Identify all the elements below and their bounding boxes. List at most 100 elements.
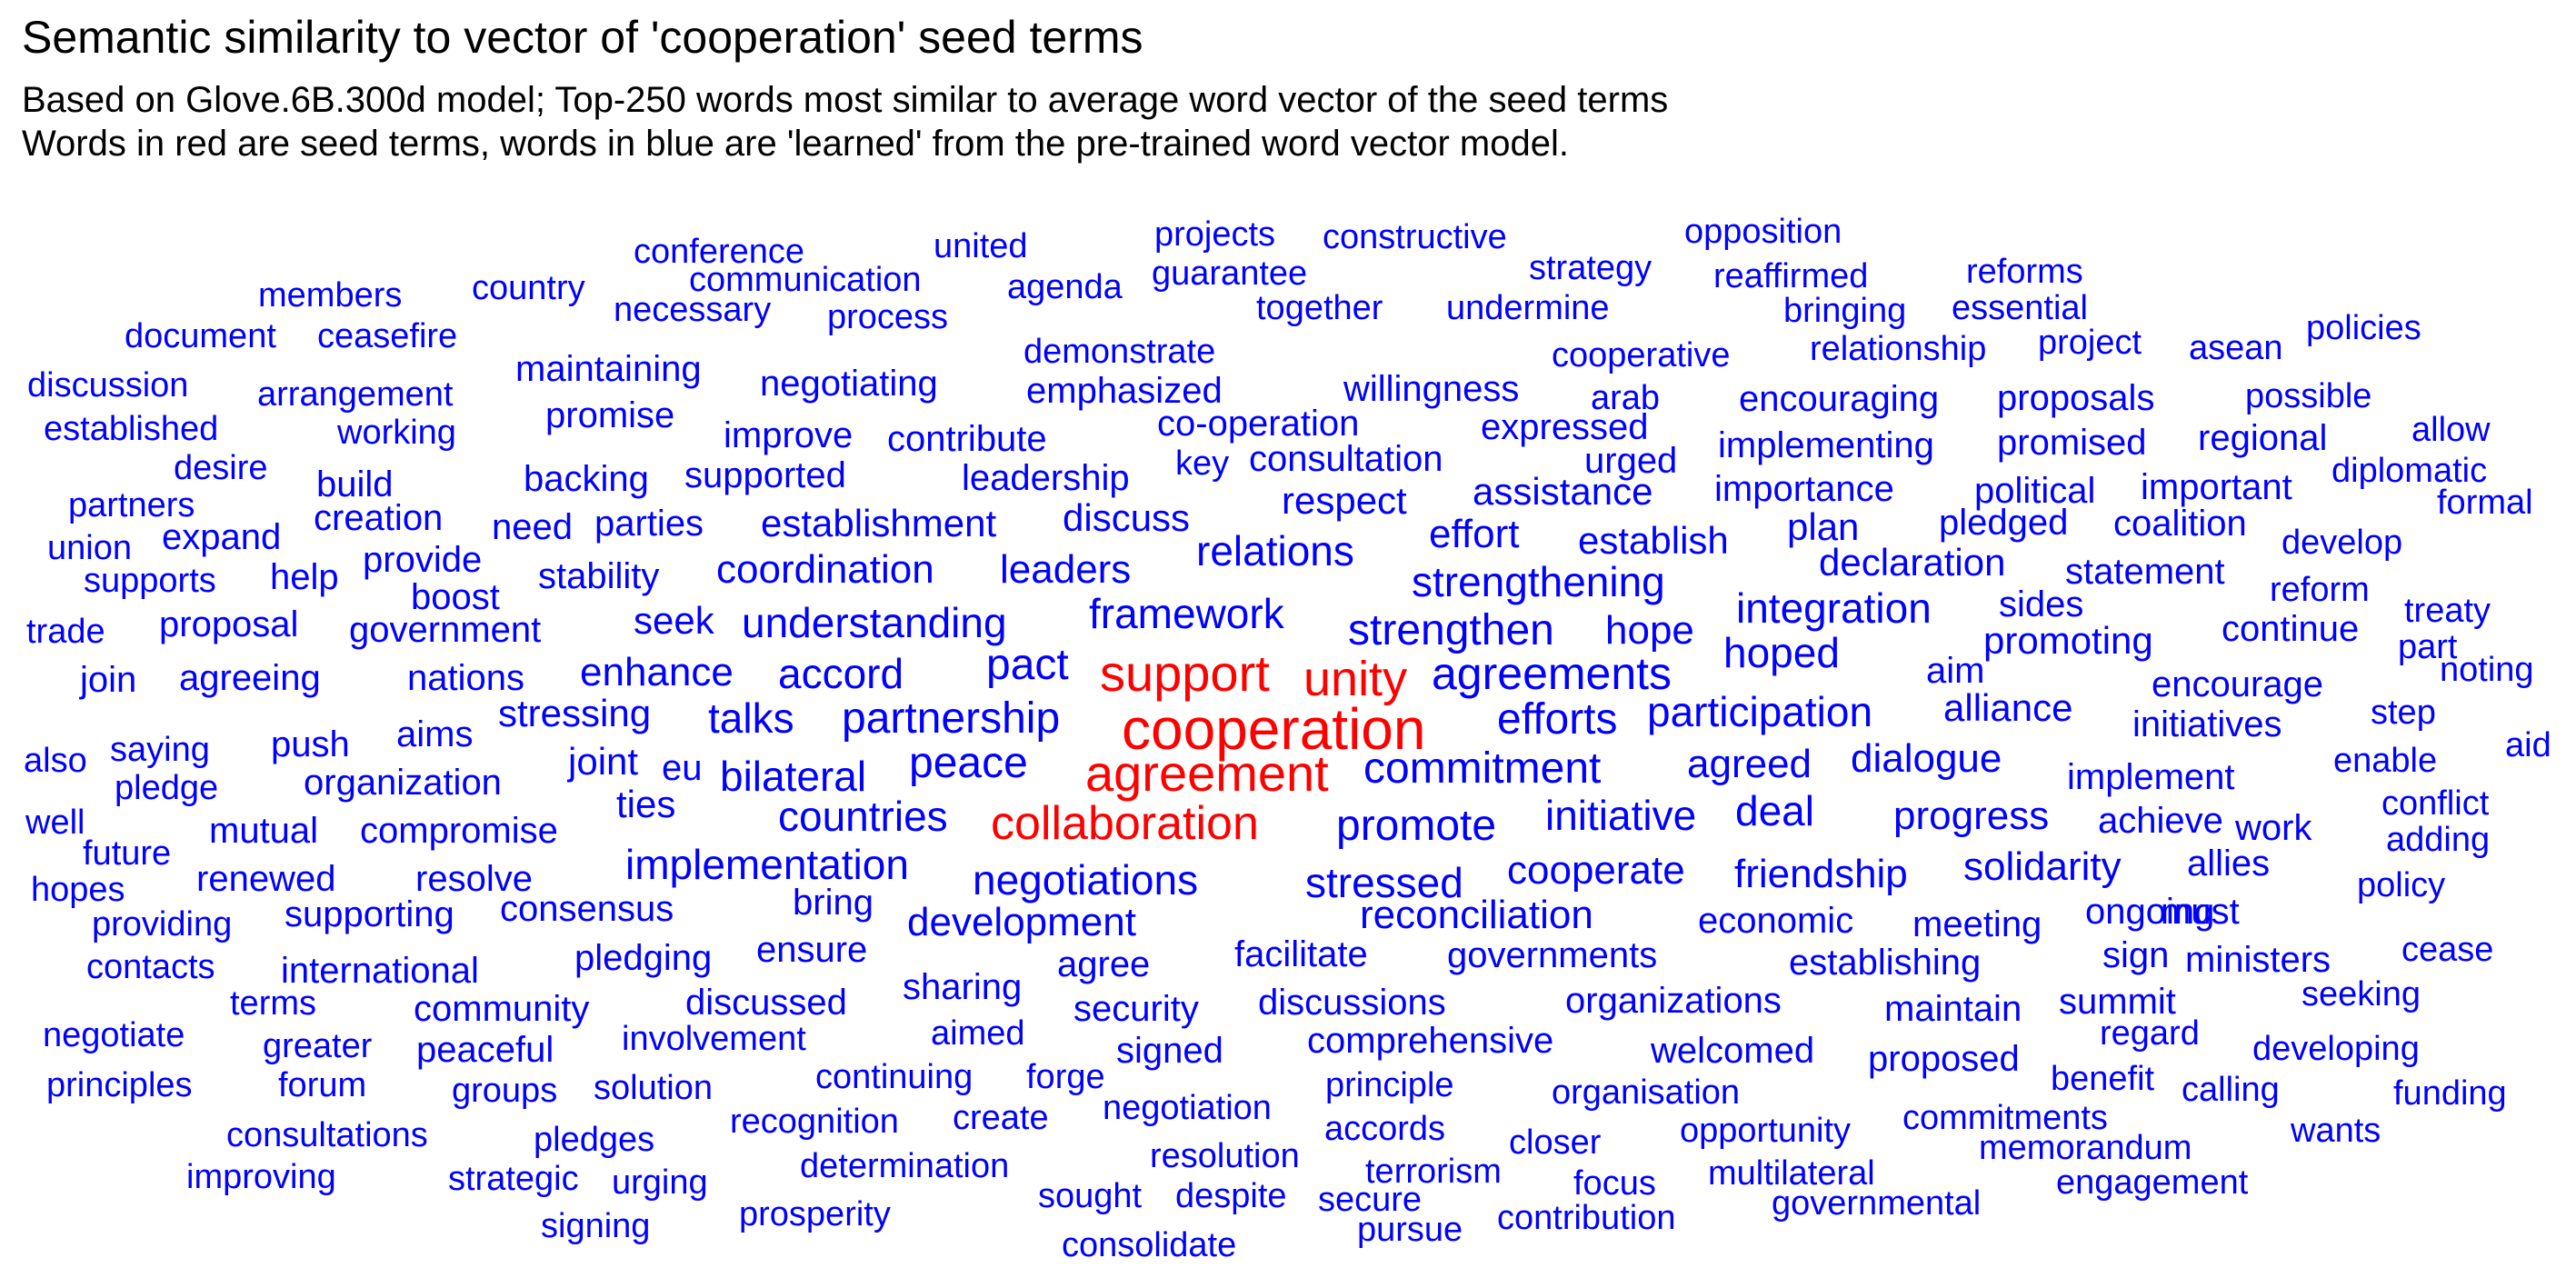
learned-word-developing: developing bbox=[2252, 1030, 2420, 1068]
learned-word-develop: develop bbox=[2281, 524, 2403, 562]
learned-word-seek: seek bbox=[634, 599, 714, 642]
learned-word-discussions: discussions bbox=[1258, 983, 1446, 1023]
learned-word-recognition: recognition bbox=[730, 1103, 899, 1141]
learned-word-promote: promote bbox=[1336, 802, 1497, 850]
learned-word-improve: improve bbox=[724, 415, 854, 455]
learned-word-statement: statement bbox=[2065, 552, 2225, 592]
learned-word-proposal: proposal bbox=[159, 604, 299, 644]
learned-word-progress: progress bbox=[1893, 794, 2050, 838]
learned-word-negotiating: negotiating bbox=[760, 364, 938, 404]
learned-word-urging: urging bbox=[612, 1163, 708, 1202]
learned-word-peace: peace bbox=[909, 739, 1028, 787]
learned-word-step: step bbox=[2371, 694, 2436, 732]
learned-word-negotiations: negotiations bbox=[973, 856, 1199, 904]
learned-word-working: working bbox=[337, 414, 456, 452]
learned-word-conflict: conflict bbox=[2381, 784, 2490, 823]
learned-word-discussion: discussion bbox=[27, 366, 189, 404]
learned-word-multilateral: multilateral bbox=[1708, 1154, 1875, 1193]
learned-word-also: also bbox=[24, 742, 87, 780]
learned-word-regional: regional bbox=[2198, 418, 2328, 458]
learned-word-cooperative: cooperative bbox=[1552, 336, 1731, 374]
learned-word-focus: focus bbox=[1573, 1164, 1656, 1203]
learned-word-understanding: understanding bbox=[742, 599, 1007, 646]
learned-word-terrorism: terrorism bbox=[1365, 1153, 1502, 1191]
learned-word-adding: adding bbox=[2386, 821, 2491, 859]
learned-word-strategic: strategic bbox=[448, 1160, 579, 1198]
learned-word-discussed: discussed bbox=[685, 983, 847, 1023]
learned-word-providing: providing bbox=[92, 905, 233, 944]
learned-word-arrangement: arrangement bbox=[257, 375, 454, 414]
learned-word-essential: essential bbox=[1952, 289, 2088, 327]
learned-word-signed: signed bbox=[1116, 1031, 1223, 1071]
seed-word-support: support bbox=[1100, 644, 1270, 702]
learned-word-integration: integration bbox=[1736, 584, 1932, 632]
learned-word-framework: framework bbox=[1089, 590, 1284, 637]
learned-word-stressed: stressed bbox=[1305, 859, 1463, 906]
learned-word-opposition: opposition bbox=[1684, 213, 1842, 251]
learned-word-supports: supports bbox=[84, 562, 216, 600]
learned-word-trade: trade bbox=[26, 613, 105, 651]
learned-word-bringing: bringing bbox=[1783, 292, 1907, 330]
learned-word-opportunity: opportunity bbox=[1680, 1112, 1852, 1150]
learned-word-forum: forum bbox=[278, 1066, 367, 1104]
learned-word-supporting: supporting bbox=[285, 894, 454, 934]
learned-word-improving: improving bbox=[186, 1158, 336, 1196]
learned-word-resolution: resolution bbox=[1150, 1137, 1300, 1175]
learned-word-memorandum: memorandum bbox=[1979, 1129, 2192, 1167]
learned-word-efforts: efforts bbox=[1497, 695, 1618, 744]
learned-word-cease: cease bbox=[2401, 931, 2494, 969]
learned-word-join: join bbox=[80, 660, 137, 700]
learned-word-future: future bbox=[83, 834, 172, 873]
learned-word-establishing: establishing bbox=[1789, 943, 1982, 983]
learned-word-principles: principles bbox=[46, 1066, 193, 1104]
learned-word-well: well bbox=[25, 804, 85, 842]
learned-word-encourage: encourage bbox=[2152, 664, 2324, 704]
learned-word-principle: principle bbox=[1325, 1066, 1454, 1104]
learned-word-process: process bbox=[827, 298, 949, 336]
learned-word-terms: terms bbox=[230, 984, 316, 1023]
learned-word-pledged: pledged bbox=[1939, 503, 2069, 543]
learned-word-backing: backing bbox=[524, 459, 649, 499]
learned-word-provide: provide bbox=[363, 540, 483, 580]
learned-word-compromise: compromise bbox=[360, 811, 558, 851]
learned-word-agree: agree bbox=[1057, 944, 1151, 984]
learned-word-established: established bbox=[44, 410, 219, 448]
learned-word-seeking: seeking bbox=[2301, 975, 2421, 1013]
learned-word-arab: arab bbox=[1591, 379, 1661, 417]
learned-word-mutual: mutual bbox=[209, 811, 319, 851]
learned-word-possible: possible bbox=[2245, 377, 2372, 415]
learned-word-consultation: consultation bbox=[1249, 439, 1443, 479]
learned-word-aim: aim bbox=[1926, 651, 1985, 691]
learned-word-strategy: strategy bbox=[1529, 249, 1652, 287]
learned-word-dialogue: dialogue bbox=[1851, 736, 2002, 781]
learned-word-achieve: achieve bbox=[2098, 801, 2223, 841]
seed-word-unity: unity bbox=[1303, 652, 1408, 706]
learned-word-demonstrate: demonstrate bbox=[1023, 333, 1216, 371]
learned-word-ceasefire: ceasefire bbox=[317, 317, 458, 355]
learned-word-eu: eu bbox=[662, 748, 703, 788]
learned-word-initiative: initiative bbox=[1545, 792, 1697, 839]
learned-word-alliance: alliance bbox=[1943, 686, 2073, 729]
learned-word-stressing: stressing bbox=[498, 692, 652, 734]
learned-word-expand: expand bbox=[162, 517, 282, 557]
learned-word-security: security bbox=[1073, 989, 1199, 1029]
learned-word-reconciliation: reconciliation bbox=[1360, 893, 1593, 937]
learned-word-allow: allow bbox=[2411, 411, 2491, 449]
learned-word-respect: respect bbox=[1282, 479, 1407, 522]
learned-word-summit: summit bbox=[2059, 982, 2176, 1022]
learned-word-negotiation: negotiation bbox=[1103, 1089, 1272, 1127]
learned-word-determination: determination bbox=[800, 1147, 1010, 1185]
learned-word-comprehensive: comprehensive bbox=[1307, 1021, 1554, 1061]
learned-word-pact: pact bbox=[986, 641, 1069, 689]
learned-word-pursue: pursue bbox=[1357, 1211, 1463, 1249]
learned-word-reform: reform bbox=[2270, 571, 2370, 609]
learned-word-development: development bbox=[907, 900, 1136, 944]
learned-word-together: together bbox=[1256, 289, 1383, 327]
learned-word-secure: secure bbox=[1318, 1181, 1423, 1219]
learned-word-allies: allies bbox=[2187, 844, 2271, 884]
learned-word-guarantee: guarantee bbox=[1152, 255, 1308, 293]
learned-word-organizations: organizations bbox=[1565, 981, 1782, 1021]
learned-word-constructive: constructive bbox=[1323, 218, 1507, 256]
learned-word-proposed: proposed bbox=[1868, 1039, 2020, 1079]
